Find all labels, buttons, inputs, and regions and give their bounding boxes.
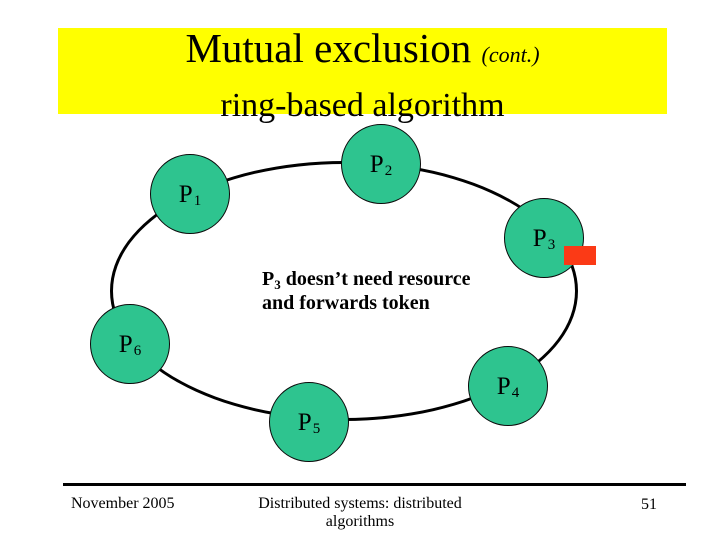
annotation-line2: and forwards token <box>262 292 430 314</box>
node-p2-subscript: 2 <box>384 162 393 179</box>
annotation-text: P3 doesn’t need resource and forwards to… <box>262 268 471 315</box>
node-p6-subscript: 6 <box>133 342 142 359</box>
page-title: Mutual exclusion (cont.) <box>58 28 667 75</box>
footer-center-line1: Distributed systems: distributed <box>258 495 462 512</box>
annotation-p-subscript: 3 <box>274 277 281 292</box>
annotation-p: P <box>262 268 275 290</box>
footer-center-line2: algorithms <box>325 513 395 530</box>
node-p4-label: P <box>496 372 511 400</box>
node-p5-label: P <box>297 408 312 436</box>
token-marker <box>564 246 596 265</box>
footer-page-number: 51 <box>641 496 657 513</box>
footer-center-text: Distributed systems: distributed algorit… <box>0 495 720 531</box>
node-p6-label: P <box>118 330 133 358</box>
annotation-line1-rest: doesn’t need resource <box>280 268 471 290</box>
page-subtitle: ring-based algorithm <box>220 87 505 124</box>
annotation-line1: P3 doesn’t need resource <box>262 268 471 292</box>
title-banner: Mutual exclusion (cont.) ring-based algo… <box>58 28 667 123</box>
node-p2-label: P <box>369 150 384 178</box>
node-p3-subscript: 3 <box>547 236 556 253</box>
footer-divider <box>63 483 686 486</box>
footer-date: November 2005 <box>71 495 175 512</box>
node-p4-subscript: 4 <box>511 384 520 401</box>
page-title-main: Mutual exclusion <box>185 25 472 71</box>
node-p3-label: P <box>532 224 547 252</box>
page-title-cont: (cont.) <box>481 42 540 67</box>
node-p1-label: P <box>178 180 193 208</box>
node-p5-subscript: 5 <box>312 420 321 437</box>
node-p1-subscript: 1 <box>193 192 202 209</box>
